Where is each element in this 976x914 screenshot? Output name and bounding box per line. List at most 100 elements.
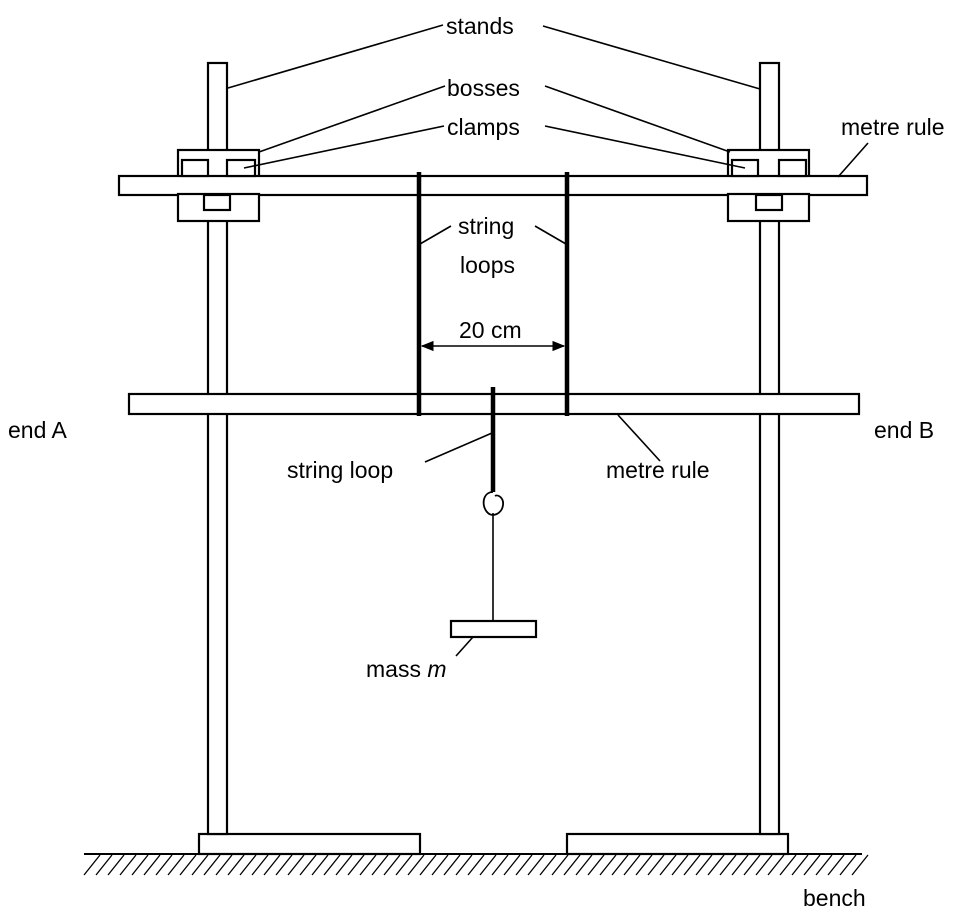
bench-hatching — [83, 854, 869, 876]
bench-hatch-line — [335, 854, 353, 876]
bench-hatch-line — [839, 854, 857, 876]
bench-hatch-line — [611, 854, 629, 876]
bench-hatch-line — [179, 854, 197, 876]
left-stand-base — [197, 832, 422, 856]
bench-hatch-line — [635, 854, 653, 876]
left-clamp-3 — [202, 193, 232, 212]
right-clamp-2 — [777, 158, 808, 178]
bench-hatch-line — [371, 854, 389, 876]
bench-hatch-line — [503, 854, 521, 876]
bench-hatch-line — [683, 854, 701, 876]
bench-hatch-line — [467, 854, 485, 876]
right-stand-base — [565, 832, 790, 856]
bench-hatch-line — [647, 854, 665, 876]
label-bench: bench — [803, 885, 866, 911]
bench — [83, 853, 869, 876]
bench-hatch-line — [347, 854, 365, 876]
bench-hatch-line — [767, 854, 785, 876]
bench-hatch-line — [695, 854, 713, 876]
bench-hatch-line — [587, 854, 605, 876]
bench-hatch-line — [659, 854, 677, 876]
bench-hatch-line — [431, 854, 449, 876]
left-clamp-2 — [225, 158, 257, 178]
bench-hatch-line — [419, 854, 437, 876]
label-string-loop: string loop — [287, 457, 393, 483]
leader-string-loop — [424, 432, 493, 463]
bench-hatch-line — [479, 854, 497, 876]
bench-hatch-line — [515, 854, 533, 876]
bench-hatch-line — [311, 854, 329, 876]
right-stand-rod — [758, 61, 781, 836]
label-mass-symbol: m — [427, 656, 446, 682]
bench-hatch-line — [299, 854, 317, 876]
left-clamp-1 — [180, 158, 210, 178]
left-stand-rod — [206, 61, 229, 836]
bench-hatch-line — [407, 854, 425, 876]
label-mass: mass m — [366, 656, 447, 682]
bench-hatch-line — [575, 854, 593, 876]
label-clamps: clamps — [447, 114, 520, 140]
leader-stands-right — [542, 25, 761, 90]
hook — [482, 491, 504, 516]
bench-hatch-line — [803, 854, 821, 876]
bench-hatch-line — [443, 854, 461, 876]
bench-hatch-line — [719, 854, 737, 876]
bench-hatch-line — [815, 854, 833, 876]
leader-mass — [455, 636, 474, 657]
label-mass-word: mass — [366, 656, 427, 682]
bench-hatch-line — [491, 854, 509, 876]
bench-hatch-line — [287, 854, 305, 876]
bench-hatch-line — [107, 854, 125, 876]
bench-hatch-line — [851, 854, 869, 876]
bench-hatch-line — [275, 854, 293, 876]
bench-hatch-line — [671, 854, 689, 876]
bench-hatch-line — [95, 854, 113, 876]
bench-hatch-line — [215, 854, 233, 876]
bench-hatch-line — [731, 854, 749, 876]
leader-metre-rule-top — [837, 142, 869, 178]
label-end-a: end A — [8, 417, 67, 443]
label-end-b: end B — [874, 417, 934, 443]
leader-bosses-left — [258, 85, 446, 153]
bench-hatch-line — [251, 854, 269, 876]
bench-hatch-line — [563, 854, 581, 876]
bench-hatch-line — [791, 854, 809, 876]
bench-hatch-line — [383, 854, 401, 876]
bench-hatch-line — [779, 854, 797, 876]
leader-bosses-right — [544, 85, 731, 153]
bench-hatch-line — [143, 854, 161, 876]
label-metre-rule-lower: metre rule — [606, 457, 710, 483]
leader-string-loops-right — [534, 225, 567, 245]
bench-hatch-line — [827, 854, 845, 876]
bench-hatch-line — [527, 854, 545, 876]
leader-metre-rule-lower — [617, 414, 661, 462]
label-stands: stands — [446, 13, 514, 39]
label-string-loops-1: string — [458, 213, 514, 239]
bench-hatch-line — [119, 854, 137, 876]
label-metre-rule-top: metre rule — [841, 114, 945, 140]
bench-hatch-line — [131, 854, 149, 876]
bench-hatch-line — [599, 854, 617, 876]
bench-hatch-line — [239, 854, 257, 876]
bench-hatch-line — [755, 854, 773, 876]
label-bosses: bosses — [447, 75, 520, 101]
top-metre-rule — [117, 174, 869, 197]
bench-hatch-line — [623, 854, 641, 876]
bench-hatch-line — [155, 854, 173, 876]
bench-hatch-line — [167, 854, 185, 876]
label-distance: 20 cm — [459, 317, 522, 343]
bench-hatch-line — [203, 854, 221, 876]
leader-stands-left — [227, 24, 444, 89]
bench-hatch-line — [455, 854, 473, 876]
bench-hatch-line — [263, 854, 281, 876]
bench-hatch-line — [83, 854, 101, 876]
mass — [449, 619, 538, 639]
leader-string-loops-left — [419, 225, 452, 245]
bench-hatch-line — [323, 854, 341, 876]
right-clamp-3 — [754, 193, 784, 212]
bench-hatch-line — [395, 854, 413, 876]
leader-clamps-left — [243, 125, 445, 169]
bench-hatch-line — [551, 854, 569, 876]
label-string-loops-2: loops — [460, 252, 515, 278]
